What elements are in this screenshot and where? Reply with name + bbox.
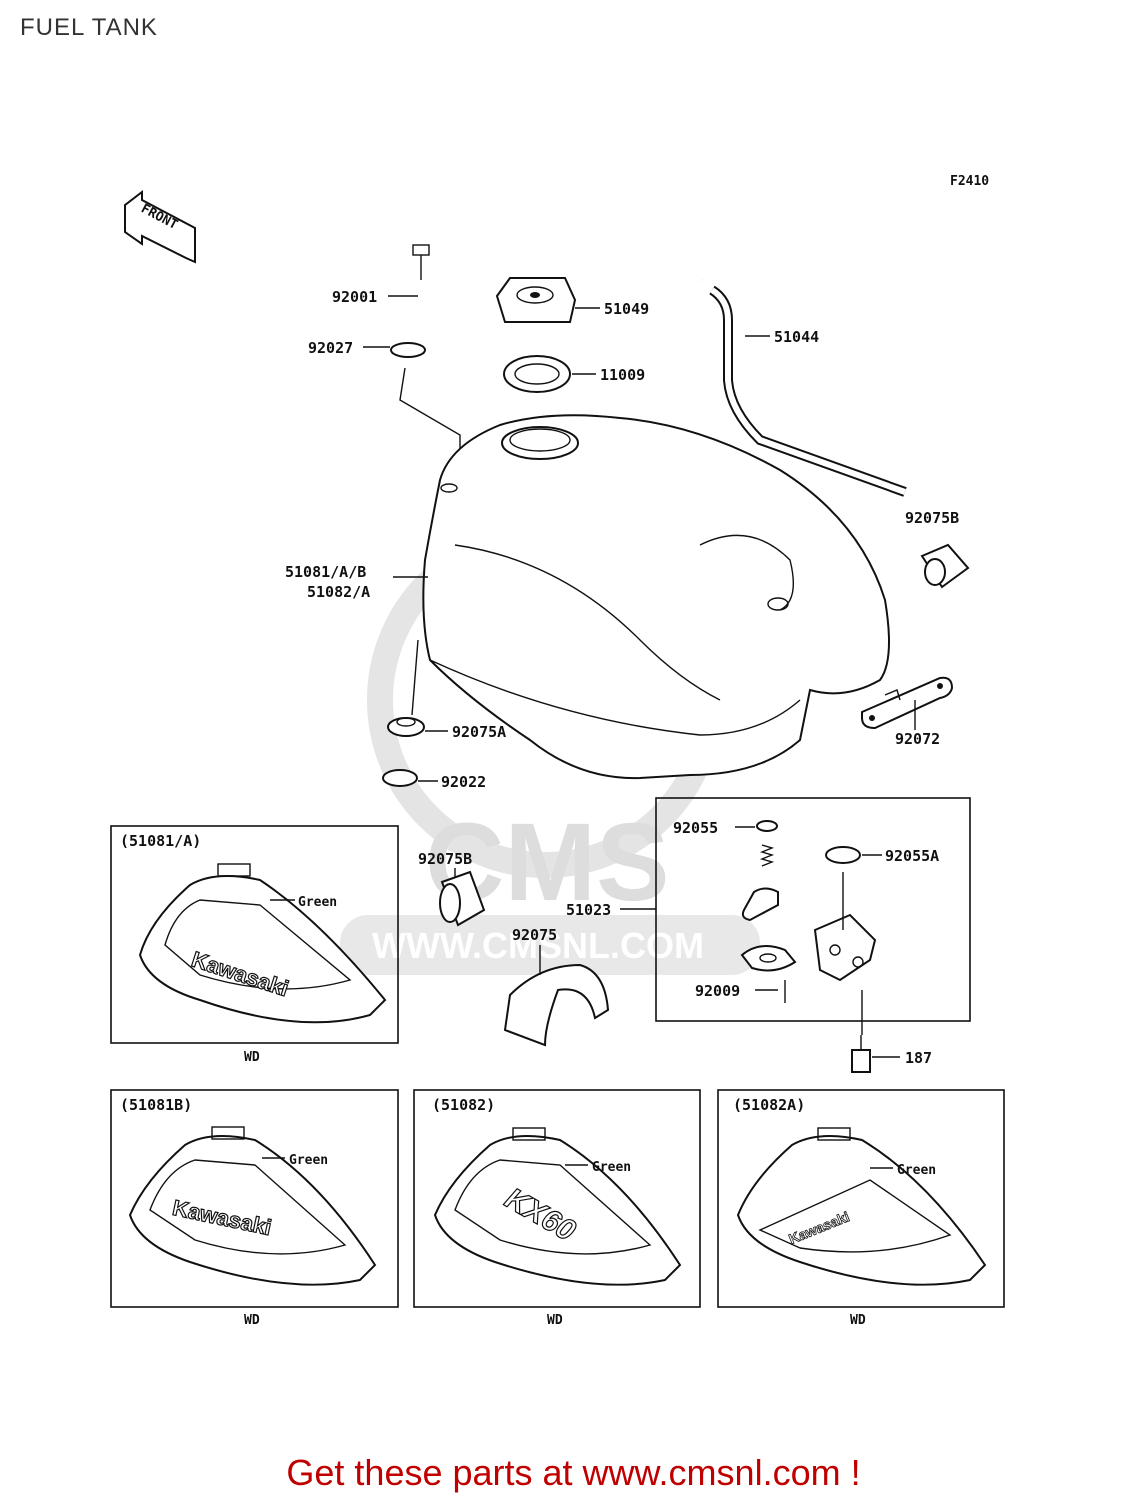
cushion-92075b-mid bbox=[439, 870, 486, 927]
callout-92075a: 92075A bbox=[452, 723, 506, 741]
variant-label: (51082) bbox=[432, 1096, 495, 1114]
gasket-11009 bbox=[503, 355, 571, 393]
variant-box-51082: (51082) KX60 Green WD bbox=[413, 1089, 701, 1328]
variant-color: Green bbox=[289, 1153, 328, 1168]
bolt-92001 bbox=[412, 244, 430, 280]
variant-spec: WD bbox=[244, 1050, 260, 1065]
bracket-92072 bbox=[861, 676, 954, 730]
callout-51023: 51023 bbox=[566, 901, 611, 919]
fuel-cap bbox=[495, 277, 577, 323]
variant-spec: WD bbox=[547, 1313, 563, 1328]
callout-92055a: 92055A bbox=[885, 847, 939, 865]
variant-box-51081b: (51081B) Kawasaki Green WD bbox=[110, 1089, 399, 1328]
lever bbox=[741, 887, 779, 922]
variant-spec: WD bbox=[244, 1313, 260, 1328]
fuel-tank-diagram: CMS WWW.CMSNL.COM F2410 FRONT 92001 5104… bbox=[110, 174, 1005, 1328]
front-arrow-icon: FRONT bbox=[124, 189, 196, 264]
callout-187: 187 bbox=[905, 1049, 932, 1067]
callout-92075b-top: 92075B bbox=[905, 509, 959, 527]
callout-51082: 51082/A bbox=[307, 583, 370, 601]
variant-label: (51081/A) bbox=[120, 832, 201, 850]
variant-color: Green bbox=[298, 895, 337, 910]
washer-92022 bbox=[382, 769, 418, 787]
footer-promo-link[interactable]: Get these parts at www.cmsnl.com ! bbox=[286, 1452, 861, 1493]
callout-92022: 92022 bbox=[441, 773, 486, 791]
grommet-92075a bbox=[387, 717, 425, 737]
variant-color: Green bbox=[897, 1163, 936, 1178]
callout-92075: 92075 bbox=[512, 926, 557, 944]
callout-51081: 51081/A/B bbox=[285, 563, 366, 581]
variant-box-51082a: (51082A) Kawasaki Green WD bbox=[717, 1089, 1005, 1328]
watermark-url: WWW.CMSNL.COM bbox=[372, 925, 704, 966]
callout-92009: 92009 bbox=[695, 982, 740, 1000]
fuel-tank bbox=[422, 414, 890, 780]
callout-92001: 92001 bbox=[332, 288, 377, 306]
callout-92075b-mid: 92075B bbox=[418, 850, 472, 868]
o-ring-92055 bbox=[756, 820, 778, 832]
o-ring-92055a bbox=[825, 846, 861, 864]
cushion-92075b-top bbox=[920, 543, 970, 589]
callout-92055: 92055 bbox=[673, 819, 718, 837]
callout-11009: 11009 bbox=[600, 366, 645, 384]
callout-51049: 51049 bbox=[604, 300, 649, 318]
fuel-cock bbox=[813, 872, 877, 982]
variant-label: (51082A) bbox=[733, 1096, 805, 1114]
gasket-plate bbox=[740, 945, 797, 972]
spring bbox=[759, 844, 775, 867]
callout-92072: 92072 bbox=[895, 730, 940, 748]
callout-92027: 92027 bbox=[308, 339, 353, 357]
pad-92075 bbox=[503, 963, 610, 1047]
washer-92027 bbox=[390, 342, 426, 358]
variant-box-51081a: (51081/A) Kawasaki Green WD bbox=[110, 825, 399, 1065]
figure-code: F2410 bbox=[950, 174, 989, 189]
variant-spec: WD bbox=[850, 1313, 866, 1328]
breather-hose bbox=[532, 188, 907, 497]
bolt-187 bbox=[851, 1035, 871, 1073]
callout-51044: 51044 bbox=[774, 328, 819, 346]
variant-label: (51081B) bbox=[120, 1096, 192, 1114]
variant-color: Green bbox=[592, 1160, 631, 1175]
page-title: FUEL TANK bbox=[20, 14, 158, 41]
